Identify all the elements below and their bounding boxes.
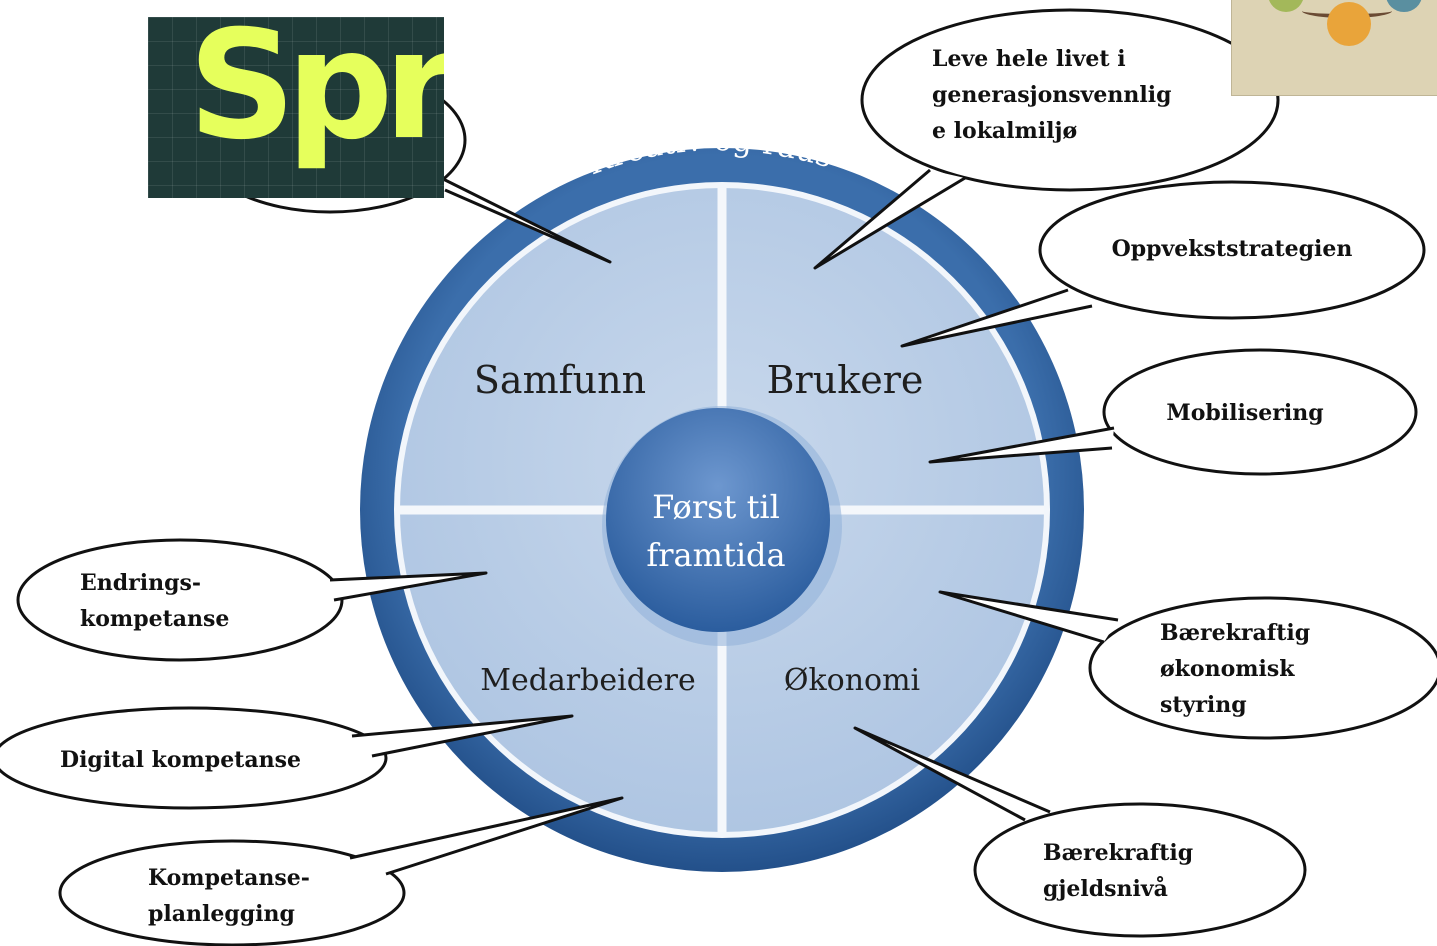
callout-pointer — [349, 796, 624, 876]
center-circle — [606, 408, 830, 632]
callout-pointer — [853, 726, 1051, 822]
callout-baerekraftig-styring-line-1: Bærekraftig — [1160, 620, 1310, 646]
callout-digital-line-1: Digital kompetanse — [60, 747, 301, 773]
callout-bubble — [0, 706, 388, 810]
callout-lokalmiljo-line-2: generasjonsvennlig — [932, 82, 1172, 108]
callout-pointer — [928, 426, 1115, 464]
callout-pointer — [351, 714, 574, 758]
callout-baerekraftig-styring-line-3: styring — [1160, 692, 1247, 718]
callout-pointer — [813, 168, 966, 270]
callout-planlegging-line-1: Kompetanse- — [148, 865, 310, 891]
callout-digital: Digital kompetanse — [0, 706, 574, 810]
thumbnail-circle-green — [1268, 0, 1304, 12]
callout-oppvekst-line-1: Oppvekststrategien — [1112, 236, 1353, 262]
callout-bubble — [1038, 180, 1426, 320]
spir-logo: Spr — [148, 17, 444, 198]
thumbnail-circle-blue — [1386, 0, 1422, 12]
callout-bubble — [16, 538, 344, 662]
callout-bubble — [1088, 596, 1437, 740]
callout-bubble — [860, 8, 1280, 192]
callout-mobilisering: Mobilisering — [928, 348, 1418, 476]
callout-oppvekst: Oppvekststrategien — [900, 180, 1426, 348]
callout-endring-line-2: kompetanse — [80, 606, 229, 632]
callout-bubble — [58, 839, 406, 946]
callout-pointer — [329, 571, 488, 602]
callout-endring-line-1: Endrings- — [80, 570, 201, 596]
callout-gjeldsniva: Bærekraftig gjeldsnivå — [853, 726, 1307, 938]
callout-mobilisering-line-1: Mobilisering — [1166, 400, 1323, 426]
center-label-line-2: framtida — [646, 536, 785, 574]
callout-gjeldsniva-line-2: gjeldsnivå — [1043, 876, 1168, 902]
center-label-line-1: Først til — [652, 488, 780, 526]
callout-planlegging-line-2: planlegging — [148, 901, 295, 927]
callout-lokalmiljo-line-3: e lokalmiljø — [932, 118, 1077, 144]
quadrant-label-medarbeidere: Medarbeidere — [480, 663, 696, 698]
logo-text: Spr — [188, 17, 444, 173]
callout-lokalmiljo-line-1: Leve hele livet i — [932, 46, 1126, 72]
callout-endring: Endrings- kompetanse — [16, 538, 488, 662]
quadrant-label-brukere: Brukere — [767, 358, 924, 402]
callout-pointer — [900, 288, 1093, 348]
thumbnail-circle-orange — [1327, 2, 1371, 46]
callout-baerekraftig-styring: Bærekraftig økonomisk styring — [938, 590, 1437, 740]
callout-bubble — [1102, 348, 1418, 476]
callout-planlegging: Kompetanse- planlegging — [58, 796, 624, 946]
quadrant-label-samfunn: Samfunn — [474, 358, 646, 402]
callout-lokalmiljo: Leve hele livet i generasjonsvennlig e l… — [813, 8, 1280, 270]
quadrant-label-okonomi: Økonomi — [784, 663, 920, 698]
callout-gjeldsniva-line-1: Bærekraftig — [1043, 840, 1193, 866]
thumbnail-image — [1231, 0, 1437, 96]
callout-pointer — [424, 168, 612, 264]
callout-pointer — [938, 590, 1119, 644]
callout-baerekraftig-styring-line-2: økonomisk — [1160, 656, 1295, 682]
callout-bubble — [973, 802, 1307, 938]
